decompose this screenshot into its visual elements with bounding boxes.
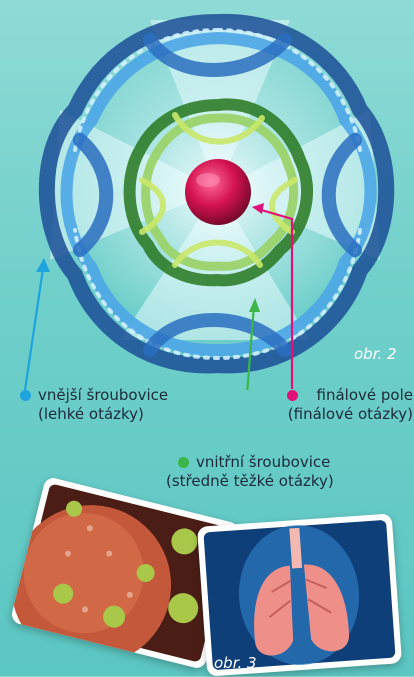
inner-helix-title: vnitřní šroubovice [166,453,334,472]
outer-helix-label: vnější šroubovice (lehké otázky) [38,386,168,424]
final-field-sphere [185,159,251,225]
final-field-label: finálové pole (finálové otázky) [273,386,413,424]
final-field-subtitle: (finálové otázky) [273,405,413,424]
outer-helix-subtitle: (lehké otázky) [38,405,168,424]
dna-helix-illustration [0,0,414,390]
outer-helix-marker [20,390,31,401]
lungs-image-card [197,513,402,676]
inner-helix-subtitle: (středně těžké otázky) [166,472,334,491]
figure-2-caption: obr. 2 [354,345,397,363]
lungs-image [197,513,402,676]
inner-helix-label: vnitřní šroubovice (středně těžké otázky… [166,453,334,491]
final-field-title: finálové pole [273,386,413,405]
figure-3-caption: obr. 3 [214,654,257,672]
outer-leader-line [25,262,44,390]
outer-helix-title: vnější šroubovice [38,386,168,405]
